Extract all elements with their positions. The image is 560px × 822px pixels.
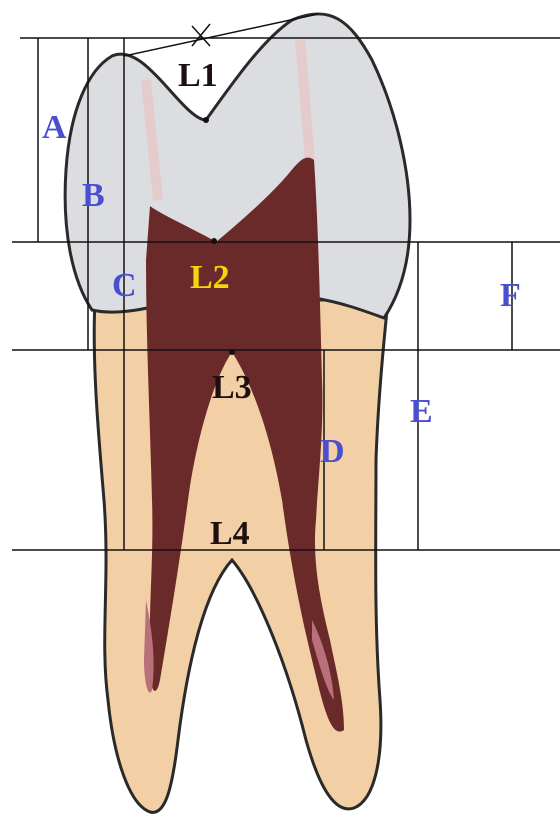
label-l1: L1 (178, 57, 218, 94)
point-l2 (211, 238, 217, 244)
label-l2: L2 (190, 259, 230, 296)
label-b: B (82, 177, 105, 214)
label-e: E (410, 393, 433, 430)
label-f: F (500, 277, 521, 314)
point-l1 (203, 117, 209, 123)
label-c: C (112, 267, 137, 304)
point-l3 (229, 349, 235, 355)
label-d: D (320, 433, 345, 470)
label-a: A (42, 109, 67, 146)
label-l4: L4 (210, 515, 250, 552)
label-l3: L3 (212, 369, 252, 406)
